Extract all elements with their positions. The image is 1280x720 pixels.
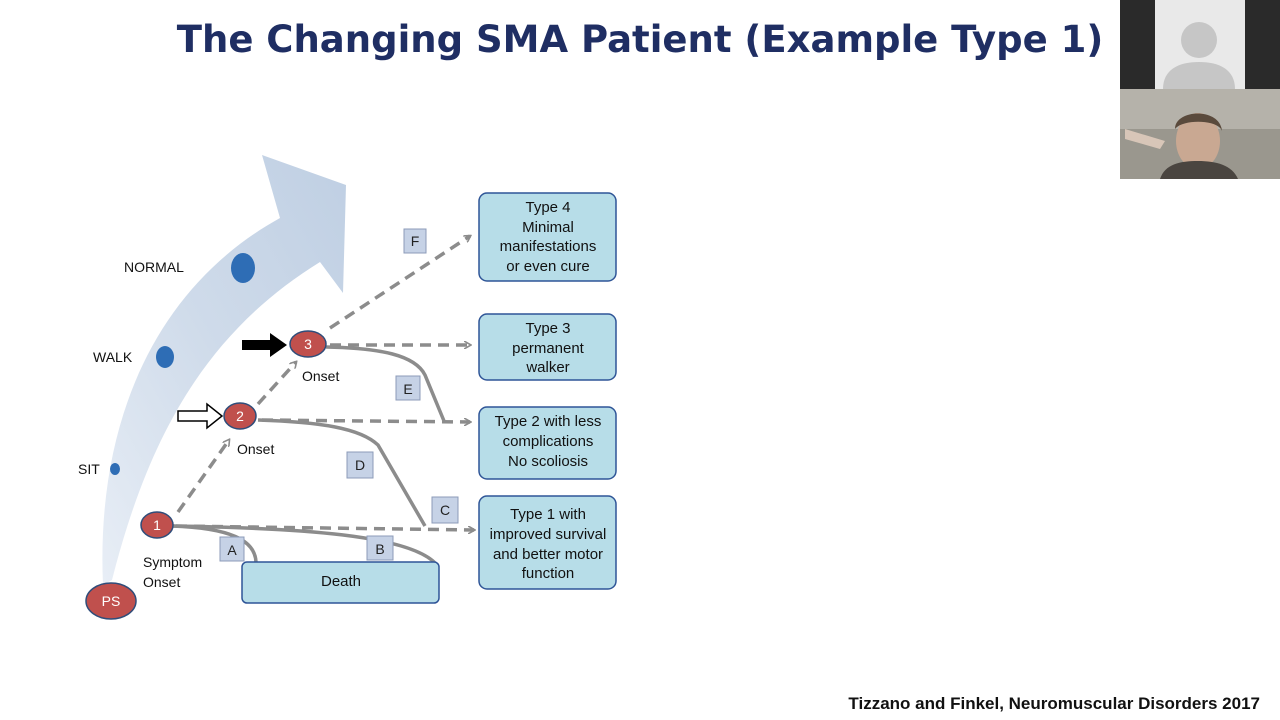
type1-line4: function: [522, 565, 575, 582]
type3-line3: walker: [525, 359, 569, 376]
type2-line1: Type 2 with less: [495, 413, 602, 430]
path-letter-box-b: [366, 535, 394, 561]
path-letter-c: C: [440, 502, 450, 518]
type1-line3: and better motor: [493, 546, 603, 563]
path-e-curve: [325, 345, 446, 422]
node-1: [140, 511, 174, 539]
milestone-dot-walk: [156, 346, 174, 368]
speaker-video-icon: [1120, 89, 1280, 179]
dashed-arrow-1-to-type1: [175, 524, 474, 530]
outcome-box-death: [241, 561, 440, 604]
path-letter-d: D: [355, 457, 365, 473]
person-silhouette-icon: [1163, 22, 1235, 89]
type2-line3: No scoliosis: [508, 453, 588, 470]
outline-arrow-icon: [177, 402, 224, 430]
path-letter-box-c: [431, 496, 459, 524]
outcome-box-type1: [478, 495, 617, 590]
milestone-dot-sit: [110, 463, 120, 475]
type4-line1: Type 4: [525, 199, 570, 216]
path-letter-box-a: [219, 536, 245, 562]
path-letter-e: E: [403, 381, 412, 397]
slide-title: The Changing SMA Patient (Example Type 1…: [176, 18, 1104, 61]
path-b-curve: [171, 524, 438, 566]
milestone-label-walk: WALK: [93, 349, 133, 365]
node-2-label: 2: [236, 408, 244, 424]
path-letter-a: A: [227, 542, 237, 558]
node-3: [289, 330, 327, 358]
type4-line3: manifestations: [500, 238, 597, 255]
path-letter-box-e: [395, 375, 421, 401]
participant-video-tile-1[interactable]: [1120, 0, 1280, 89]
type3-line1: Type 3: [525, 320, 570, 337]
symptom-onset-label-line2: Onset: [143, 574, 180, 590]
dashed-arrow-2-to-3: [256, 362, 296, 406]
path-letter-box-f: [403, 228, 427, 254]
milestone-dot-normal: [231, 253, 255, 283]
citation: Tizzano and Finkel, Neuromuscular Disord…: [848, 694, 1260, 713]
type2-line2: complications: [503, 433, 594, 450]
dashed-arrow-1-to-2: [176, 440, 229, 514]
node-1-label: 1: [153, 517, 161, 533]
node-2: [223, 402, 257, 430]
path-letter-f: F: [411, 233, 420, 249]
outcome-box-type2: [478, 406, 617, 480]
milestone-label-sit: SIT: [78, 461, 100, 477]
death-label: Death: [321, 573, 361, 590]
type4-line2: Minimal: [522, 219, 574, 236]
type4-line4: or even cure: [506, 258, 589, 275]
path-letter-box-d: [346, 451, 374, 479]
path-letter-b: B: [375, 541, 384, 557]
path-d-curve: [257, 418, 427, 527]
participant-video-tile-2[interactable]: [1120, 89, 1280, 179]
milestone-label-normal: NORMAL: [124, 259, 184, 275]
symptom-onset-label-line1: Symptom: [143, 554, 202, 570]
onset-3-label: Onset: [302, 368, 339, 384]
type1-line1: Type 1 with: [510, 506, 586, 523]
type1-line2: improved survival: [490, 526, 607, 543]
onset-2-label: Onset: [237, 441, 274, 457]
node-ps-label: PS: [102, 593, 121, 609]
black-arrow-icon: [242, 333, 287, 357]
milestone-arrow: [102, 155, 346, 585]
node-ps: [85, 582, 137, 620]
outcome-box-type4: [478, 192, 617, 282]
dashed-arrow-3-to-type4: [329, 234, 470, 330]
type3-line2: permanent: [512, 340, 585, 357]
outcome-box-type3: [478, 313, 617, 381]
node-3-label: 3: [304, 336, 312, 352]
